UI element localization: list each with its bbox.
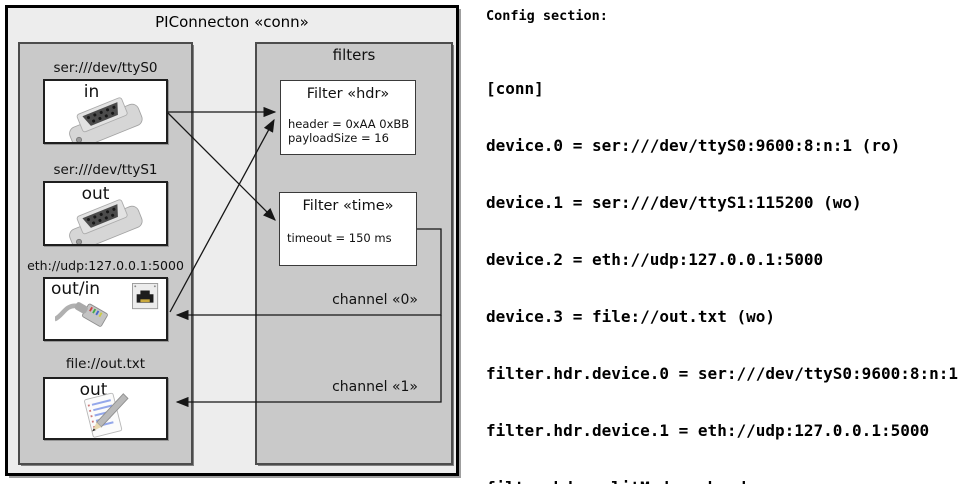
config-line: [conn]	[486, 79, 544, 98]
device-label-ttys1: ser:///dev/ttyS1	[53, 162, 158, 178]
filter-hdr-attr-header: header = 0xAA 0xBB	[288, 117, 410, 131]
config-section-heading: Config section:	[486, 8, 608, 24]
filter-hdr-box: Filter «hdr» header = 0xAA 0xBB payloadS…	[280, 80, 416, 155]
filter-time-attr-timeout: timeout = 150 ms	[287, 231, 392, 245]
device-box-ttys1: out	[43, 181, 168, 246]
device-io-label: out/in	[51, 279, 101, 299]
ethernet-plug-icon	[55, 302, 108, 327]
config-line: device.1 = ser:///dev/ttyS1:115200 (wo)	[486, 193, 862, 212]
device-io-label: out	[79, 380, 108, 400]
filters-panel-title: filters	[332, 46, 376, 64]
config-line: filter.hdr.device.1 = eth://udp:127.0.0.…	[486, 421, 930, 440]
diagram-title: PIConnecton «conn»	[155, 13, 309, 31]
ethernet-jack-icon	[132, 283, 159, 310]
serial-connector-icon	[69, 199, 143, 244]
device-box-ttys0: in	[43, 79, 168, 144]
channel-1-label: channel «1»	[332, 379, 418, 395]
notepad-icon	[84, 392, 129, 438]
config-line: device.0 = ser:///dev/ttyS0:9600:8:n:1 (…	[486, 136, 901, 155]
filter-hdr-attr-payloadsize: payloadSize = 16	[288, 131, 389, 145]
filter-hdr-title: Filter «hdr»	[306, 86, 390, 102]
device-box-eth: out/in	[43, 277, 168, 341]
pencil-icon	[92, 393, 129, 432]
filter-time-box: Filter «time» timeout = 150 ms	[279, 192, 417, 266]
config-line: filter.hdr.device.0 = ser:///dev/ttyS0:9…	[486, 364, 959, 383]
config-line: filter.hdr.splitMode = header	[486, 478, 964, 484]
config-line: device.2 = eth://udp:127.0.0.1:5000	[486, 250, 824, 269]
device-io-label: out	[81, 184, 110, 204]
device-box-file: out	[43, 377, 168, 440]
config-line: device.3 = file://out.txt (wo)	[486, 307, 775, 326]
device-label-file: file://out.txt	[65, 356, 146, 372]
channel-0-label: channel «0»	[332, 292, 418, 308]
serial-connector-icon	[69, 97, 143, 142]
config-text: [conn] device.0 = ser:///dev/ttyS0:9600:…	[486, 41, 964, 484]
device-io-label: in	[83, 82, 100, 102]
device-label-ttys0: ser:///dev/ttyS0	[53, 60, 158, 76]
filter-time-title: Filter «time»	[302, 198, 394, 214]
device-label-eth: eth://udp:127.0.0.1:5000	[27, 258, 184, 273]
